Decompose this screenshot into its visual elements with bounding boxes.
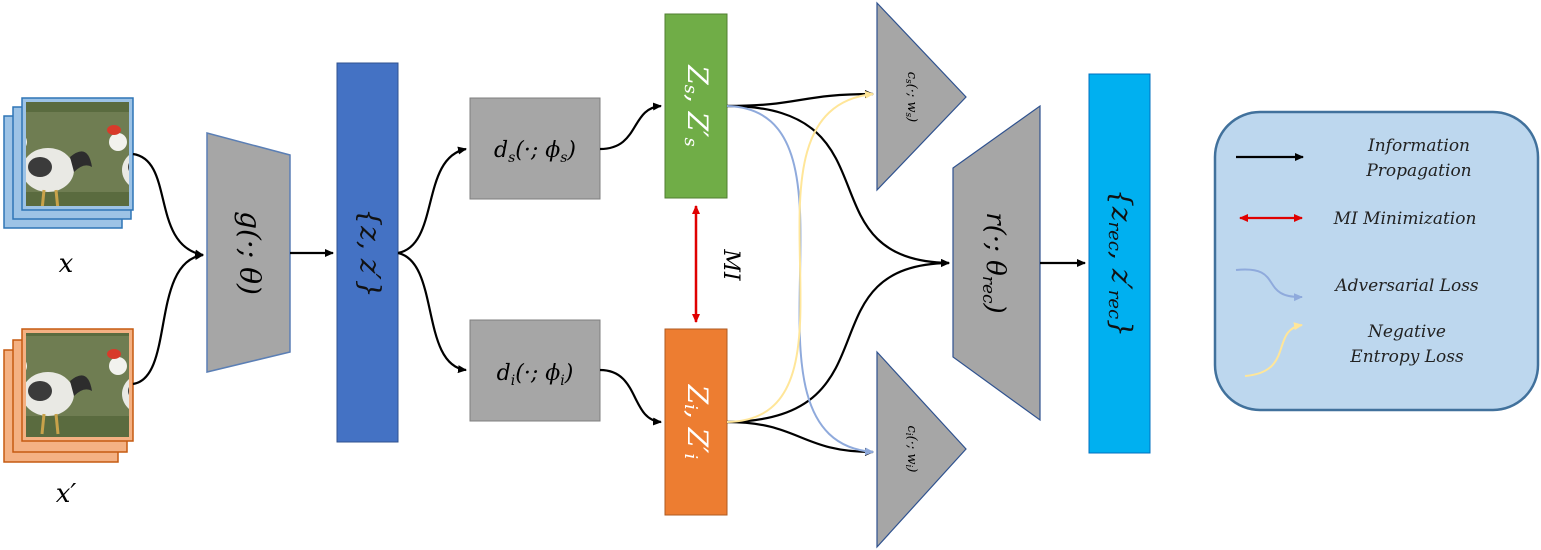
legend-mi-text: MI Minimization bbox=[1333, 209, 1477, 229]
ci-classifier bbox=[876, 350, 967, 549]
encoder-trapezoid bbox=[206, 132, 291, 373]
legend-adversarial-curve bbox=[1235, 268, 1303, 302]
legend-info-line1: Information bbox=[1367, 136, 1470, 156]
legend-negative-entropy-curve bbox=[1244, 322, 1303, 377]
edge-ds-to-zs bbox=[599, 102, 662, 151]
input-x-label: x bbox=[59, 249, 74, 279]
edge-zs-to-cs bbox=[726, 90, 874, 108]
ci-label: ci(·; wi) bbox=[904, 426, 920, 473]
reconstructor-label: r(·; θrec) bbox=[979, 212, 1011, 313]
input-x-prime-stack bbox=[3, 328, 134, 463]
zi-block bbox=[664, 328, 728, 516]
encoder-label: g(·; θ) bbox=[234, 211, 267, 295]
legend-info-line2: Propagation bbox=[1365, 161, 1471, 181]
reconstructor-trapezoid bbox=[952, 104, 1041, 422]
input-x-prime-image bbox=[26, 333, 129, 437]
input-x-stack bbox=[3, 97, 134, 229]
edge-zs-to-reconstructor bbox=[726, 104, 950, 267]
legend-negative-line1: Negative bbox=[1367, 322, 1446, 342]
edge-di-to-zi bbox=[599, 368, 662, 426]
information-flow-edges bbox=[132, 90, 1086, 456]
legend: Information Propagation MI Minimization … bbox=[1213, 110, 1540, 412]
zs-block bbox=[664, 13, 728, 199]
ds-block bbox=[469, 97, 601, 200]
cs-label: cs(·; ws) bbox=[904, 72, 920, 122]
input-x-prime-label: x′ bbox=[56, 479, 77, 509]
zi-label: Zi, Z′i bbox=[680, 384, 715, 460]
output-label: {zrec, z′rec} bbox=[1104, 189, 1139, 337]
edge-latent-to-di bbox=[397, 251, 467, 374]
edge-zi-to-ci bbox=[726, 420, 874, 456]
legend-box bbox=[1213, 110, 1540, 412]
edge-x-prime-to-encoder bbox=[132, 252, 204, 386]
legend-negative-line2: Entropy Loss bbox=[1349, 347, 1464, 367]
mi-label: MI bbox=[718, 248, 743, 282]
edge-x-to-encoder bbox=[132, 152, 204, 258]
output-block bbox=[1088, 73, 1151, 454]
ds-label: ds(·; ϕs) bbox=[494, 138, 576, 166]
edge-latent-to-ds bbox=[397, 146, 467, 255]
cs-classifier bbox=[876, 1, 967, 192]
edge-zi-to-reconstructor bbox=[726, 259, 950, 424]
edge-negative-entropy-zi-to-cs bbox=[726, 90, 874, 423]
legend-adversarial-text: Adversarial Loss bbox=[1333, 276, 1479, 296]
input-x-image bbox=[26, 102, 129, 206]
di-block bbox=[469, 319, 601, 422]
latent-block bbox=[336, 62, 399, 443]
zs-label: Zs, Z′s bbox=[680, 64, 715, 147]
latent-label: {z, z′} bbox=[354, 208, 387, 297]
di-label: di(·; ϕi) bbox=[497, 361, 574, 389]
